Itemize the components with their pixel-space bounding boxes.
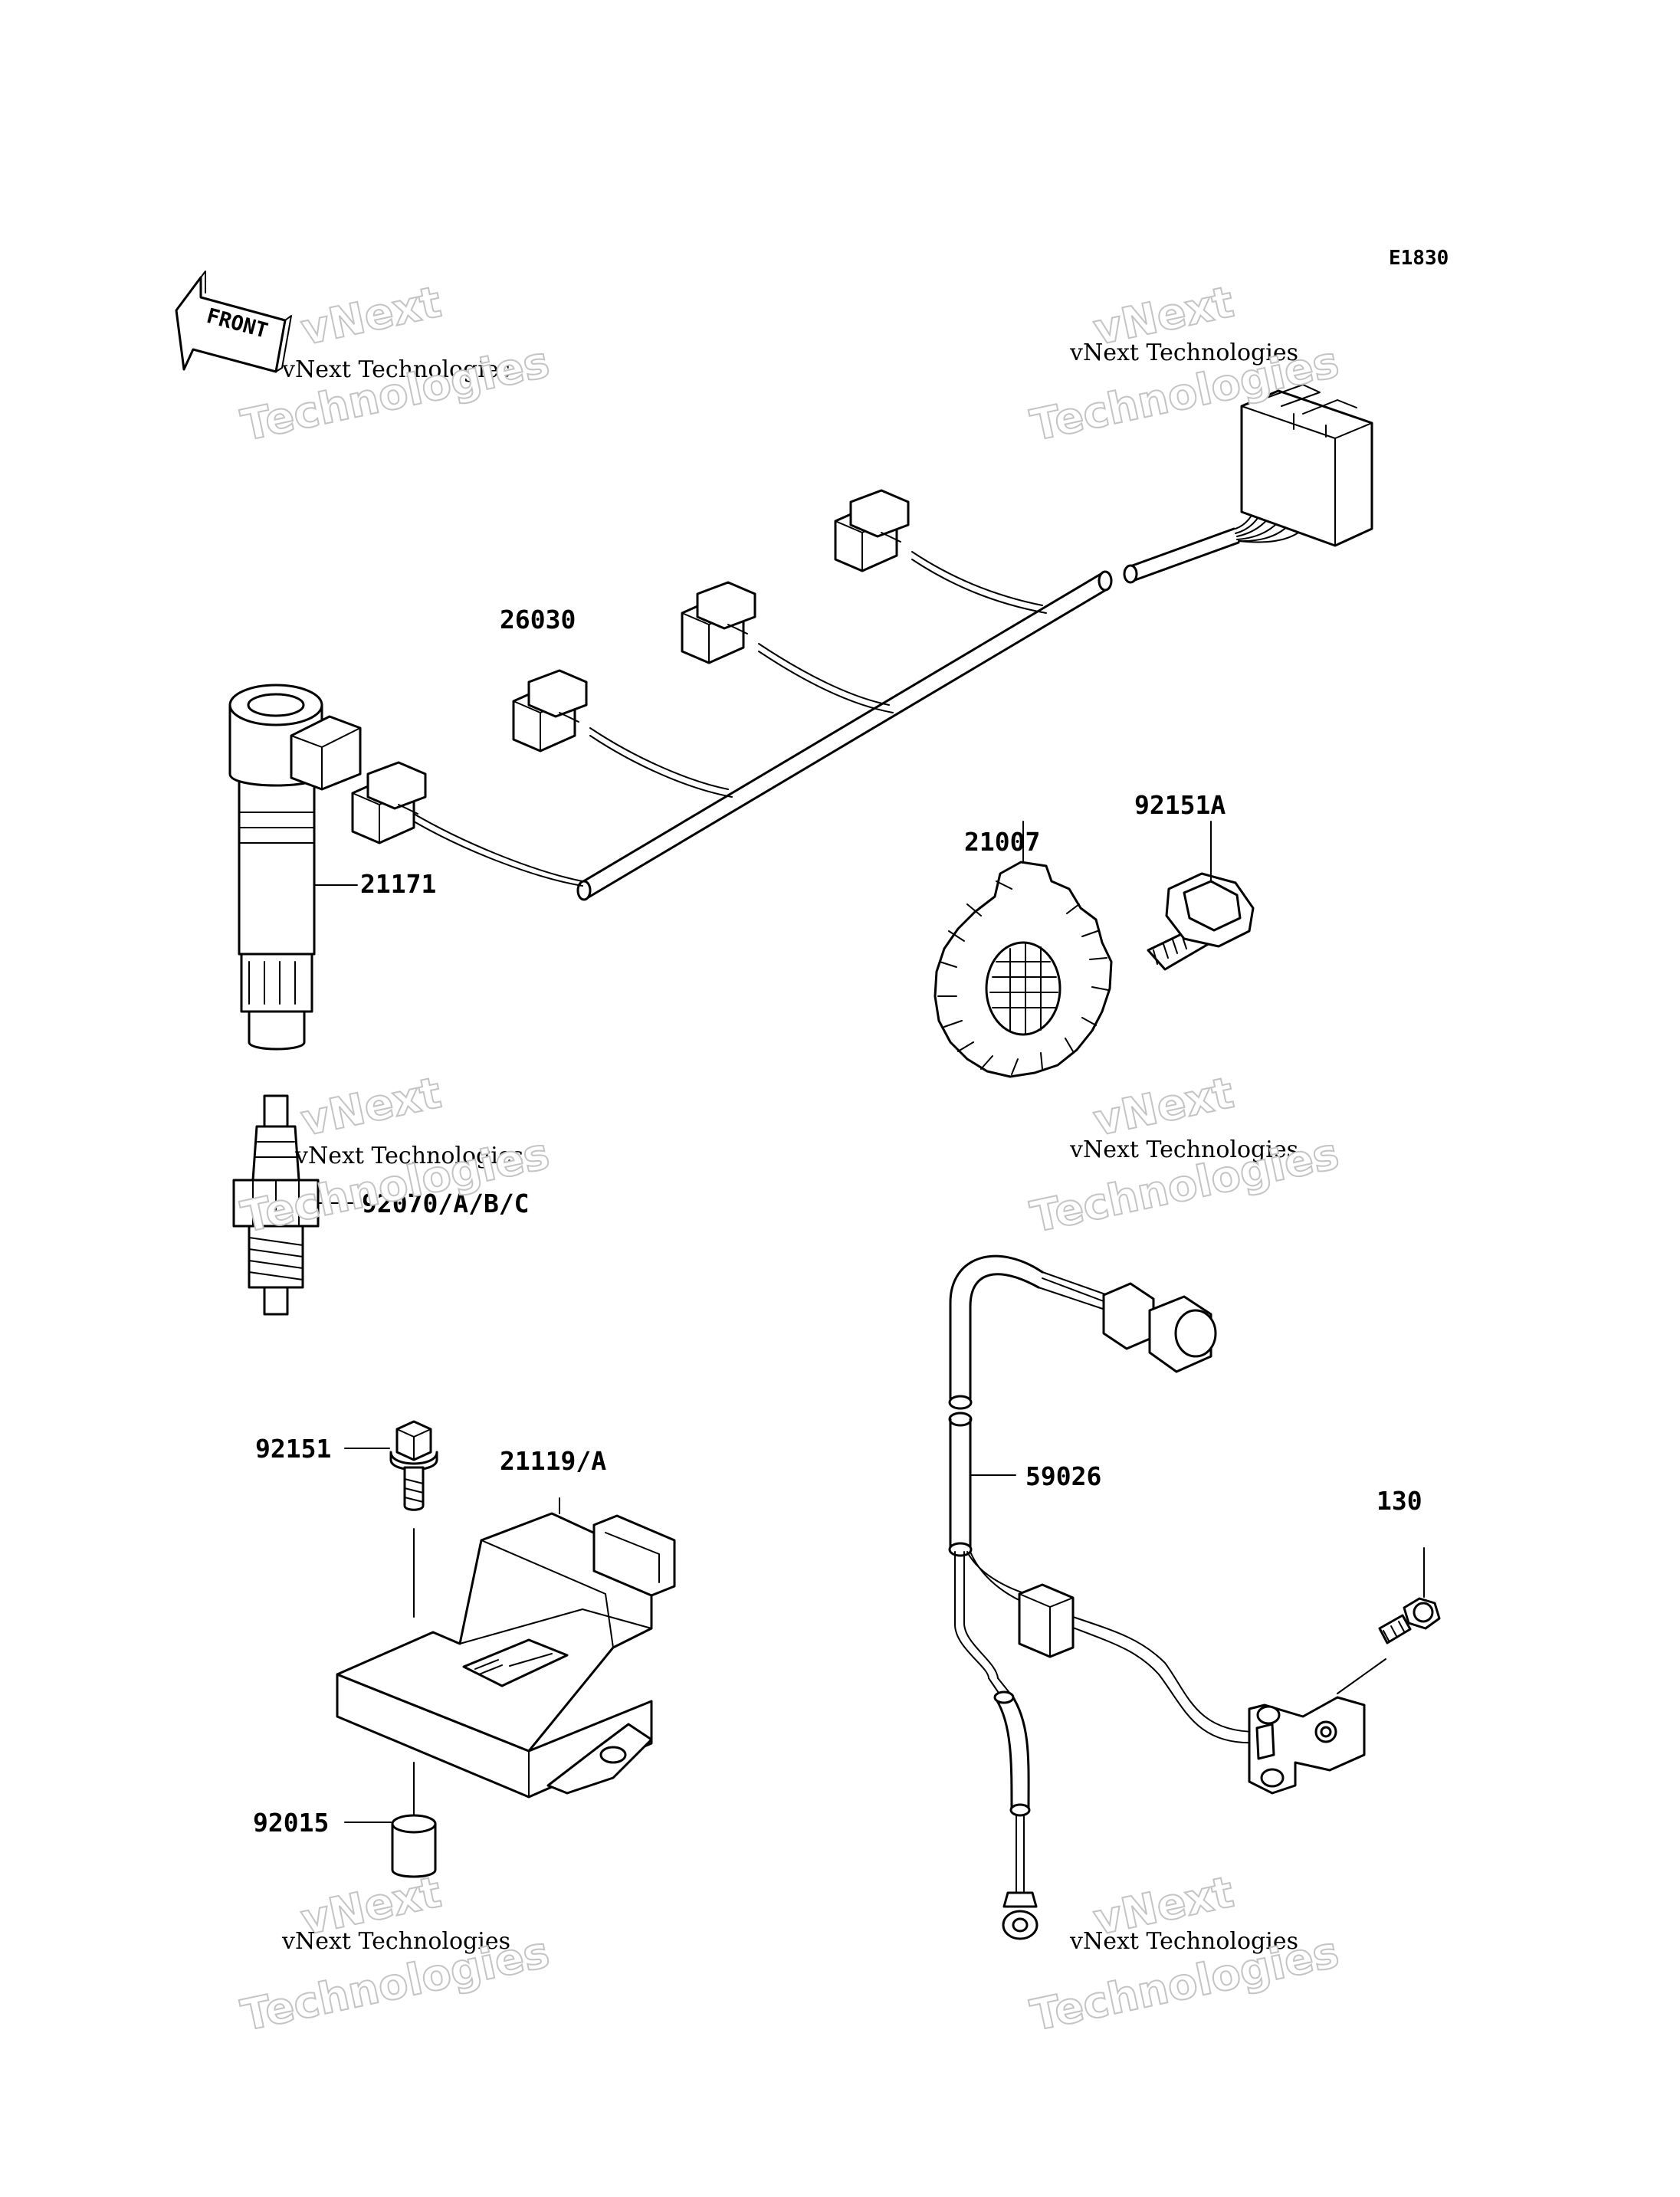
svg-text:vNext: vNext — [1089, 1068, 1238, 1146]
label-92151: 92151 — [255, 1434, 331, 1464]
label-26030: 26030 — [500, 605, 576, 635]
wire-harness-26030 — [351, 384, 1373, 901]
ignition-coil-21171 — [228, 684, 362, 1051]
harness-connector-4 — [834, 489, 910, 572]
svg-text:vNext: vNext — [297, 277, 445, 356]
label-130: 130 — [1376, 1486, 1422, 1516]
label-92015: 92015 — [253, 1808, 329, 1838]
svg-text:vNext Technologies: vNext Technologies — [294, 1143, 523, 1169]
svg-text:vNext: vNext — [297, 1068, 445, 1146]
front-arrow-icon: FRONT — [175, 271, 292, 373]
label-21007: 21007 — [964, 827, 1040, 857]
label-59026: 59026 — [1025, 1461, 1101, 1491]
crank-sensor-59026 — [948, 1254, 1441, 1940]
timing-rotor-21007 — [934, 821, 1113, 1078]
bolt-92151a — [1147, 821, 1255, 971]
watermark-4: vNext vNext Technologies Technologies — [1025, 1067, 1344, 1244]
collar-92015 — [344, 1762, 437, 1878]
watermark-1: vNext vNext Technologies Technologies — [236, 277, 554, 452]
bolt-92151 — [344, 1420, 438, 1618]
svg-text:vNext Technologies: vNext Technologies — [281, 356, 510, 383]
watermark-5: vNext vNext Technologies Technologies — [236, 1867, 554, 2042]
label-92070: 92070/A/B/C — [362, 1189, 530, 1218]
ecu-21119a — [336, 1497, 676, 1799]
svg-text:vNext Technologies: vNext Technologies — [281, 1928, 510, 1955]
harness-connector-2 — [512, 669, 588, 753]
harness-connector-1 — [351, 761, 427, 844]
diagram-code: E1830 — [1389, 247, 1449, 270]
label-21171: 21171 — [360, 869, 436, 899]
harness-connector-3 — [681, 581, 756, 664]
svg-text:vNext Technologies: vNext Technologies — [1069, 1136, 1298, 1163]
svg-text:vNext Technologies: vNext Technologies — [1069, 339, 1298, 366]
label-92151a: 92151A — [1134, 790, 1226, 820]
spark-plug-92070 — [232, 1094, 359, 1316]
watermark-6: vNext vNext Technologies Technologies — [1025, 1867, 1344, 2042]
label-21119: 21119/A — [500, 1446, 606, 1476]
svg-text:vNext Technologies: vNext Technologies — [1069, 1928, 1298, 1955]
